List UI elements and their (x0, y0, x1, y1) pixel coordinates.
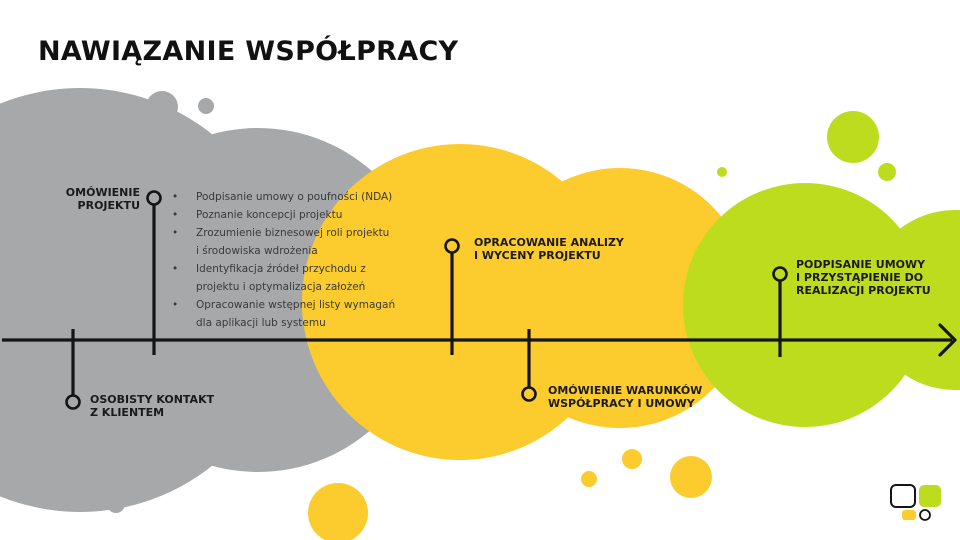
step-label-omowienie-projektu: OMÓWIENIE PROJEKTU (65, 186, 140, 212)
step-label-osobisty-kontakt: OSOBISTY KONTAKT Z KLIENTEM (90, 393, 215, 419)
yellow-dot (581, 471, 597, 487)
list-item: Poznanie koncepcji projektu (172, 206, 395, 224)
list-item: Podpisanie umowy o poufności (NDA) (172, 188, 395, 206)
page-title: NAWIĄZANIE WSPÓŁPRACY (38, 36, 459, 67)
green-dot (827, 111, 879, 163)
green-dot (878, 163, 896, 181)
list-item: Identyfikacja źródeł przychodu zprojektu… (172, 260, 395, 296)
gray-dot (107, 495, 125, 513)
yellow-dot (308, 483, 368, 540)
step-label-warunki: OMÓWIENIE WARUNKÓW WSPÓŁPRACY I UMOWY (548, 384, 703, 410)
green-circle-right (865, 210, 960, 390)
bullet-list: Podpisanie umowy o poufności (NDA) Pozna… (172, 188, 395, 332)
gray-dot (146, 91, 178, 123)
milestone-warunki (521, 329, 537, 402)
milestone-osobisty-kontakt (65, 329, 81, 410)
green-dot (717, 167, 727, 177)
timeline-arrowhead (938, 323, 957, 357)
gray-dot (198, 98, 214, 114)
milestone-umowa (772, 266, 788, 357)
yellow-circle-right (490, 168, 750, 428)
yellow-dot (670, 456, 712, 498)
milestone-analiza (444, 238, 460, 355)
step-label-umowa: PODPISANIE UMOWY I PRZYSTĄPIENIE DO REAL… (796, 258, 931, 297)
milestone-omowienie-projektu (146, 190, 162, 355)
yellow-dot (622, 449, 642, 469)
green-circle-large (683, 183, 927, 427)
logo-icon (890, 484, 941, 521)
step-label-analiza: OPRACOWANIE ANALIZY I WYCENY PROJEKTU (474, 236, 624, 262)
